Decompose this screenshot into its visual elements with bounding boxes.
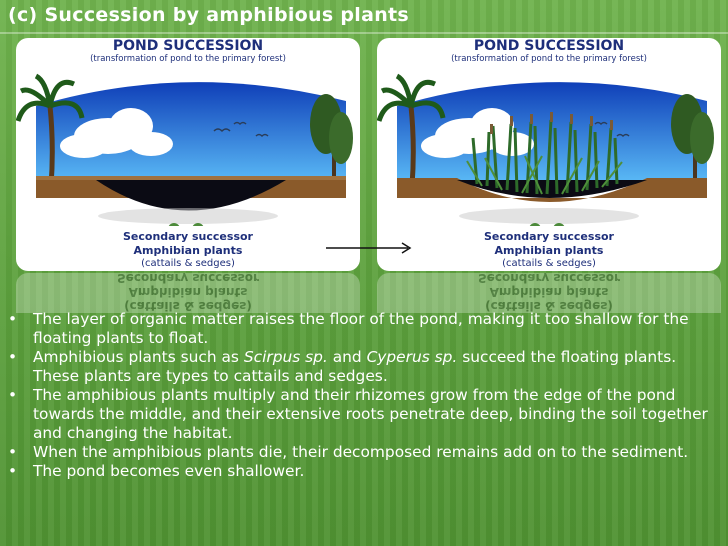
diagram-subheading: (transformation of pond to the primary f…	[451, 54, 647, 64]
bullet-item: The layer of organic matter raises the f…	[6, 310, 722, 348]
caption-stage: Secondary successor	[123, 230, 253, 243]
pond-diagram-after: POND SUCCESSION (transformation of pond …	[377, 38, 721, 271]
caption-examples: (cattails & sedges)	[502, 258, 596, 269]
bullet-item: Amphibious plants such as Scirpus sp. an…	[6, 348, 722, 386]
diagram-subheading: (transformation of pond to the primary f…	[90, 54, 286, 64]
title-divider	[0, 32, 728, 34]
bullet-item: When the amphibious plants die, their de…	[6, 443, 722, 462]
sky-area	[36, 82, 346, 181]
tree-icon	[671, 94, 714, 184]
tree-icon	[310, 94, 353, 184]
play-icon	[553, 223, 565, 226]
pond-water	[457, 180, 647, 198]
diagram-heading: POND SUCCESSION	[473, 38, 625, 54]
birds-icon	[213, 121, 269, 138]
slide-title: (c) Succession by amphibious plants	[8, 4, 410, 26]
diagram-heading: POND SUCCESSION	[112, 38, 264, 54]
pond-water	[96, 180, 286, 211]
caption-plant: Amphibian plants	[133, 244, 243, 257]
pond-diagram-before: POND SUCCESSION (transformation of pond …	[16, 38, 360, 271]
play-icon	[192, 223, 204, 226]
cloud-icon	[60, 108, 173, 158]
caption-stage: Secondary successor	[484, 230, 614, 243]
bullet-list: The layer of organic matter raises the f…	[6, 310, 722, 481]
pause-icon	[529, 223, 541, 226]
pause-icon	[168, 223, 180, 226]
bullet-item: The pond becomes even shallower.	[6, 462, 722, 481]
soil-bank	[397, 178, 707, 202]
pond-scene-illustration	[377, 73, 714, 226]
birds-icon	[594, 121, 630, 138]
soil-bank	[36, 178, 346, 205]
caption-plant: Amphibian plants	[494, 244, 604, 257]
bullet-item: The amphibious plants multiply and their…	[6, 386, 722, 443]
pond-scene-illustration	[16, 73, 353, 226]
caption-examples: (cattails & sedges)	[141, 258, 235, 269]
cattail-heads	[490, 112, 613, 134]
arrow-right-icon	[326, 242, 412, 254]
